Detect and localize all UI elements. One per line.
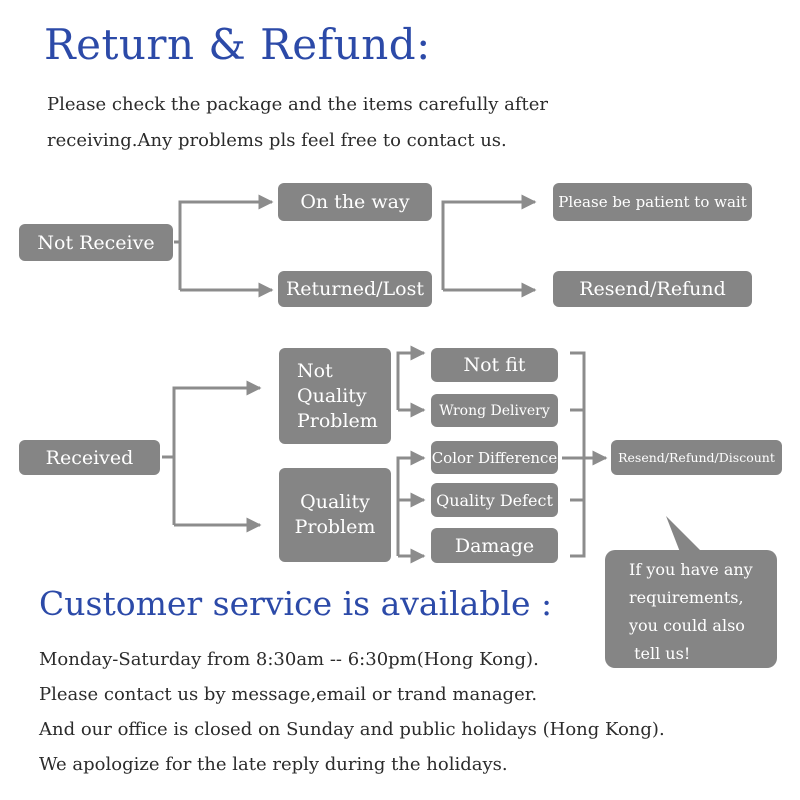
customer-service-title: Customer service is available : [39,584,553,623]
connector-to-not-fit [396,345,426,410]
cs-line-apology: We apologize for the late reply during t… [39,754,508,775]
node-resend-refund: Resend/Refund [553,271,752,307]
not-quality-line-3: Problem [297,409,378,432]
connector-to-wait [441,194,537,290]
bracket-right [570,351,586,558]
node-on-the-way: On the way [278,183,432,221]
node-wrong-delivery: Wrong Delivery [431,394,558,427]
node-quality-problem: Quality Problem [279,468,391,562]
node-color-difference: Color Difference [431,441,558,474]
intro-line-2: receiving.Any problems pls feel free to … [47,130,507,151]
node-not-fit: Not fit [431,348,558,382]
quality-line-2: Problem [294,516,376,538]
page-title: Return & Refund: [44,20,431,69]
not-quality-line-1: Not [297,359,333,382]
node-please-wait: Please be patient to wait [553,183,752,221]
not-quality-line-2: Quality [297,384,367,407]
intro-line-1: Please check the package and the items c… [47,94,549,115]
bubble-line-2: requirements, [629,588,744,607]
node-not-receive: Not Receive [19,224,173,261]
connector-to-not-quality [172,380,262,525]
node-returned-lost: Returned/Lost [278,271,432,307]
connector-to-color-diff [396,450,426,556]
node-quality-defect: Quality Defect [431,483,558,517]
quality-line-1: Quality [300,491,370,513]
node-damage: Damage [431,528,558,563]
bubble-line-4: tell us! [629,644,691,663]
bubble-line-1: If you have any [629,560,753,579]
cs-line-hours: Monday-Saturday from 8:30am -- 6:30pm(Ho… [39,649,539,670]
cs-line-closed: And our office is closed on Sunday and p… [39,719,665,740]
bubble-line-3: you could also [629,616,745,635]
node-not-quality-problem: Not Quality Problem [279,348,391,444]
requirements-bubble: If you have any requirements, you could … [605,550,777,668]
node-received: Received [19,440,160,475]
connector-to-on-the-way [178,194,274,290]
node-resend-refund-discount: Resend/Refund/Discount [611,440,782,475]
cs-line-contact: Please contact us by message,email or tr… [39,684,538,705]
bubble-tail [666,516,702,552]
